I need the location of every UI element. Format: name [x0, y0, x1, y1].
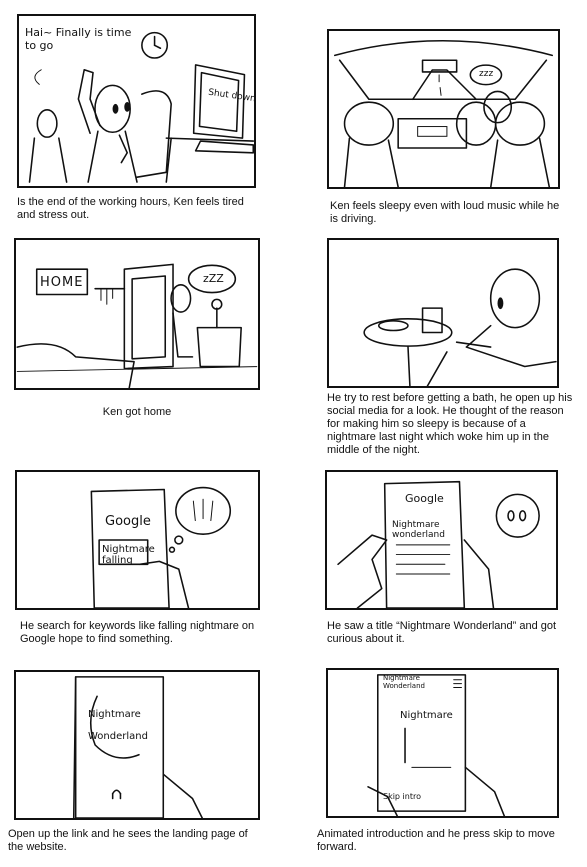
car-scene — [334, 40, 553, 187]
caption-5: He search for keywords like falling nigh… — [20, 620, 255, 645]
search-query-text: Nightmare falling — [102, 544, 155, 566]
storyboard-panel-3: HOME zZZ — [14, 238, 260, 390]
landing-scene — [72, 676, 203, 818]
intro-scene — [367, 674, 506, 816]
office-scene — [28, 31, 254, 183]
site-header-text: Nightmare Wonderland — [383, 674, 425, 690]
caption-2: Ken feels sleepy even with loud music wh… — [330, 200, 560, 225]
storyboard-panel-1: Hai~ Finally is time to go Shut down — [17, 14, 256, 188]
skip-intro-button[interactable]: Skip intro — [383, 792, 421, 801]
home-sign-text: HOME — [40, 275, 84, 290]
caption-3: Ken got home — [102, 406, 172, 418]
google-logo-text: Google — [405, 492, 444, 505]
home-scene — [16, 263, 258, 388]
storyboard-panel-4 — [327, 238, 559, 388]
storyboard-panel-6: Google Nightmare wonderland — [325, 470, 558, 610]
sleep-text: zZZ — [203, 272, 224, 285]
storyboard-panel-7: Nightmare Wonderland — [14, 670, 260, 820]
caption-1: Is the end of the working hours, Ken fee… — [17, 196, 244, 221]
search-scene — [90, 486, 232, 608]
caption-7: Open up the link and he sees the landing… — [8, 828, 248, 853]
storyboard-panel-2: zzz — [327, 29, 560, 189]
caption-6: He saw a title “Nightmare Wonderland” an… — [327, 620, 557, 645]
result-scene — [337, 480, 540, 608]
sleep-text: zzz — [479, 69, 494, 79]
caption-4: He try to rest before getting a bath, he… — [327, 392, 573, 456]
google-logo-text: Google — [105, 514, 151, 529]
search-result-text: Nightmare wonderland — [392, 520, 445, 540]
speech-bubble-text: Hai~ Finally is time to go — [25, 26, 132, 52]
site-logo-text: Nightmare Wonderland — [88, 709, 148, 742]
storyboard-panel-8: Nightmare Wonderland Nightmare Skip intr… — [326, 668, 559, 818]
caption-8: Animated introduction and he press skip … — [317, 828, 555, 853]
storyboard-panel-5: Google Nightmare falling — [15, 470, 260, 610]
intro-title-text: Nightmare — [400, 710, 453, 721]
resting-scene — [363, 268, 557, 386]
